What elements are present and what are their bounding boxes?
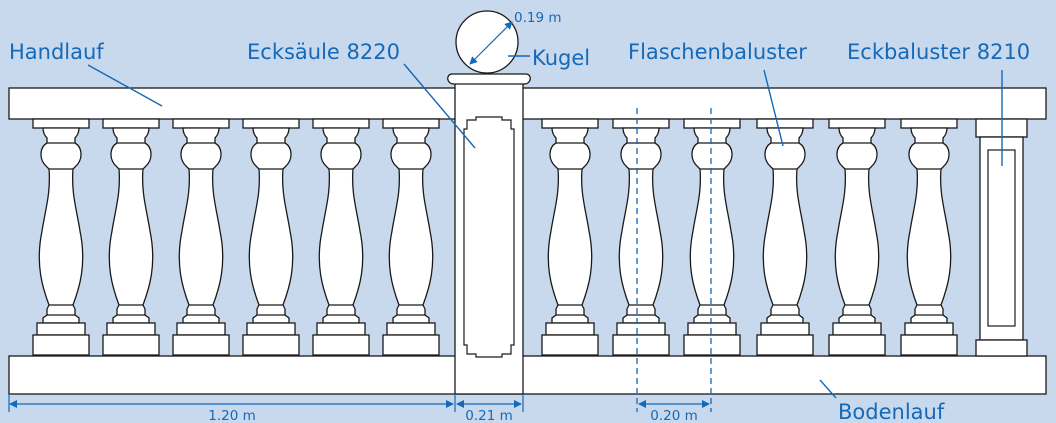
- baluster: [242, 118, 300, 356]
- flaschenbaluster-leader: [763, 69, 784, 147]
- baluster: [900, 118, 958, 356]
- baluster: [382, 118, 440, 356]
- flaschenbaluster-highlight: [756, 118, 814, 356]
- ecksaeule-leader: [403, 63, 476, 149]
- ecksaeule: [447, 73, 531, 395]
- dim-column-width: 0.21 m: [465, 408, 513, 423]
- label-eckbaluster: Eckbaluster 8210: [847, 40, 1030, 64]
- baluster: [312, 118, 370, 356]
- baluster: [612, 118, 670, 356]
- kugel-diameter-arrow: [469, 21, 513, 65]
- eckbaluster: [975, 118, 1028, 357]
- baluster: [172, 118, 230, 356]
- baluster: [683, 118, 741, 356]
- baluster: [102, 118, 160, 356]
- baluster: [828, 118, 886, 356]
- bodenlauf-rail: [8, 355, 1047, 395]
- handlauf-leader: [87, 64, 163, 107]
- label-handlauf: Handlauf: [9, 40, 104, 64]
- baluster: [32, 118, 90, 356]
- handlauf-rail: [8, 87, 1047, 120]
- label-flaschenbaluster: Flaschenbaluster: [628, 40, 807, 64]
- label-bodenlauf: Bodenlauf: [838, 400, 945, 423]
- left-balusters: [32, 118, 440, 356]
- kugel: [455, 10, 519, 74]
- label-ecksaeule: Ecksäule 8220: [247, 40, 400, 64]
- dim-baluster-spacing: 0.20 m: [650, 408, 698, 423]
- baluster: [541, 118, 599, 356]
- right-balusters: [541, 118, 958, 356]
- bodenlauf-leader: [819, 379, 837, 399]
- dim-kugel-diameter: 0.19 m: [514, 10, 562, 26]
- label-kugel: Kugel: [532, 46, 590, 70]
- dim-span-length: 1.20 m: [208, 408, 256, 423]
